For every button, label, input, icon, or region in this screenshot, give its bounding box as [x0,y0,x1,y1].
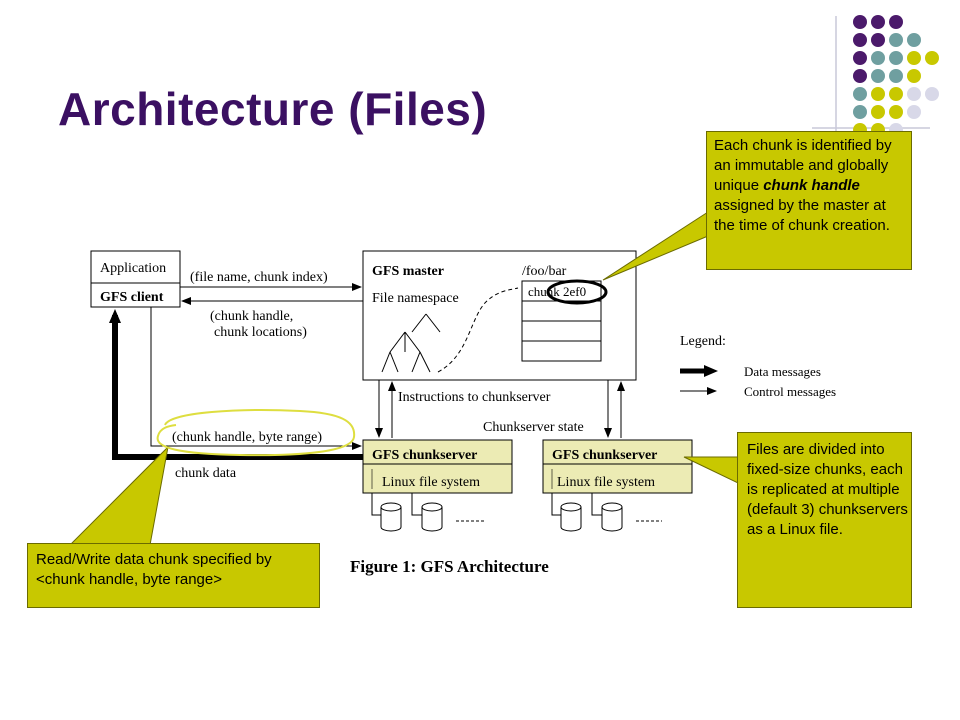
decorative-dot [871,33,885,47]
decorative-dot [889,105,903,119]
legend-control-label: Control messages [744,384,836,399]
decorative-dot [853,87,867,101]
decorative-dot [889,87,903,101]
callout-read-write: Read/Write data chunk specified by <chun… [27,543,320,608]
application-client-box: Application GFS client [90,250,181,308]
decorative-dot [889,15,903,29]
master-label: GFS master [372,264,444,279]
decorative-dot [907,69,921,83]
decorative-dot [853,33,867,47]
legend-data-label: Data messages [744,364,821,379]
linux-fs-2-label: Linux file system [557,475,655,490]
decorative-dot [907,33,921,47]
namespace-label: File namespace [372,291,459,306]
callout-chunk-handle: Each chunk is identified by an immutable… [706,131,912,270]
decorative-dot [907,105,921,119]
state-label: Chunkserver state [483,420,584,435]
decorative-dot [925,51,939,65]
client-control-line [150,307,362,450]
chunkserver-1-label: GFS chunkserver [372,448,477,463]
namespace-tree-icon [381,313,441,373]
callout-chunk-handle-pre: Each chunk is identified by an immutable… [714,137,892,194]
callout-chunk-handle-emph: chunk handle [763,177,860,194]
namespace-dashed-link [437,287,519,373]
chunkserver-box-1: GFS chunkserver Linux file system [362,439,513,494]
decorative-dot [925,87,939,101]
application-label: Application [100,261,166,276]
slide-title: Architecture (Files) [58,83,488,135]
decorative-dot [889,69,903,83]
highlight-byte-range [156,409,356,457]
decorative-dot [889,51,903,65]
callout-files-divided-text: Files are divided into fixed-size chunks… [747,441,908,538]
instructions-label: Instructions to chunkserver [398,390,551,405]
reply-label-1: (chunk handle, [210,309,293,324]
decorative-dot [907,51,921,65]
legend: Legend: Data messages Control messages [680,334,836,399]
highlight-chunk-handle [546,279,608,305]
decorative-dot [853,69,867,83]
data-message-arrow [109,309,363,460]
disk-icons-1 [371,493,484,532]
decorative-dot [871,105,885,119]
chunk-label: chunk 2ef0 [528,284,586,299]
decorative-dot [889,33,903,47]
decorative-dot [871,87,885,101]
gfs-master-box: GFS master File namespace /foo/bar [362,250,637,381]
callout-files-divided: Files are divided into fixed-size chunks… [737,432,912,608]
disk-icons-2 [551,493,662,532]
decorative-dot [853,105,867,119]
callout-read-write-text: Read/Write data chunk specified by <chun… [36,551,272,588]
linux-fs-1-label: Linux file system [382,475,480,490]
path-label: /foo/bar [522,264,567,279]
chunk-table [521,280,602,362]
reply-label-2: chunk locations) [214,325,307,340]
decorative-dot [853,15,867,29]
callout-pointer-chunk-handle [602,211,709,281]
callout-pointer-read-write [68,445,169,546]
callout-chunk-handle-post: assigned by the master at the time of ch… [714,197,890,234]
decorative-dot [907,87,921,101]
decorative-dot [871,69,885,83]
decorative-dot [853,51,867,65]
chunkserver-box-2: GFS chunkserver Linux file system [542,439,693,494]
decorative-dot [871,51,885,65]
read-label: (chunk handle, byte range) [172,430,322,445]
legend-title: Legend: [680,334,726,349]
chunk-data-label: chunk data [175,466,237,481]
gfs-client-label: GFS client [100,290,164,305]
request-label: (file name, chunk index) [190,270,328,285]
chunkserver-2-label: GFS chunkserver [552,448,657,463]
figure-caption: Figure 1: GFS Architecture [350,557,549,576]
decorative-dot [871,15,885,29]
